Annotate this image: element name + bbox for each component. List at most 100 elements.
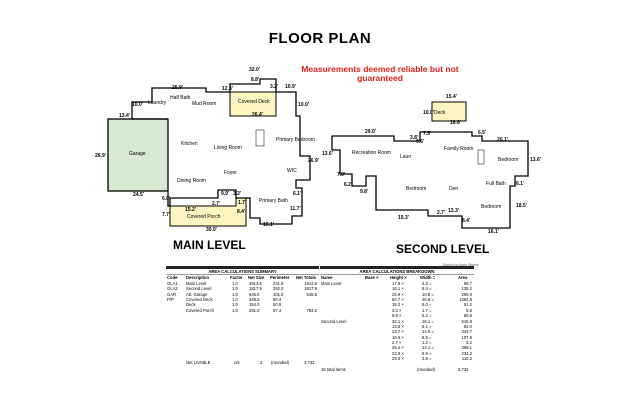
dimension-label: 13.4' xyxy=(119,113,130,119)
table-cell: 6.2 = xyxy=(422,313,432,319)
area-breakdown-table: AREA CALCULATIONS BREAKDOWN Name Base × … xyxy=(320,266,474,372)
table-cell: Covered Deck xyxy=(186,296,213,302)
table-cell: 8.4 = xyxy=(422,286,432,292)
dimension-label: 12.3' xyxy=(222,86,233,92)
table-cell: 1.0 xyxy=(232,291,238,297)
room-label-dining-room: Dining Room xyxy=(177,178,206,184)
room-label-mud-room: Mud Room xyxy=(192,101,216,107)
table-row: 25.9 ×10.8 =299.0 xyxy=(320,292,474,297)
room-label-primary-bath: Primary Bath xyxy=(259,198,288,204)
room-label-laundry: Laundry xyxy=(148,100,167,106)
table-header-row: Name Base × Height × Width = Area xyxy=(320,274,474,280)
dimension-label: 10.9' xyxy=(285,84,296,90)
table-cell: 3.3 × xyxy=(392,307,402,313)
covered-deck-area xyxy=(229,91,277,117)
table-cell: 2.7 × xyxy=(392,340,402,346)
dimension-label: 6.1' xyxy=(516,181,524,187)
table-cell: 87.4 xyxy=(273,307,282,313)
room-label-kitchen: Kitchen xyxy=(181,141,198,147)
table-cell: 25.9 × xyxy=(392,291,404,297)
table-cell: 110.2 xyxy=(461,356,472,362)
table-cell: 348.2 xyxy=(249,296,260,302)
dimension-label: 8.4' xyxy=(237,209,245,215)
table-cell: 50.8 xyxy=(273,302,282,308)
table-cell: 9.8 = xyxy=(422,350,432,356)
dimension-label: 25.9' xyxy=(172,85,183,91)
table-cell: 3.2 xyxy=(466,340,472,346)
table-cell: 29.0 × xyxy=(392,356,404,362)
table-cell: 83.0 xyxy=(463,323,472,329)
table-cell: 17.8 × xyxy=(392,280,404,286)
covered-porch-area xyxy=(169,197,247,227)
table-row: 50.7 ×26.9 =1362.8 xyxy=(320,297,474,302)
dimension-label: 2.7' xyxy=(212,201,220,207)
table-cell: 90.4 xyxy=(273,296,282,302)
table-header-row: Code Description Factor Net Size Perimet… xyxy=(166,274,319,280)
table-title: AREA CALCULATIONS BREAKDOWN xyxy=(359,269,435,274)
main-level-walls xyxy=(131,78,311,225)
table-cell: Main Level xyxy=(321,280,342,286)
table-row: 29.0 ×3.8 =110.2 xyxy=(320,356,474,361)
room-label-bedroom: Bedroom xyxy=(481,204,501,210)
table-cell: Second Level xyxy=(321,318,347,324)
sketch-credit: Sketch by Apex Sketch xyxy=(443,263,479,267)
dimension-label: 10.0' xyxy=(298,102,309,108)
dimension-label: 7.0' xyxy=(337,172,345,178)
table-row: 23.7 × 14.5 = 343.7 xyxy=(320,329,474,334)
table-row: 9.9 ×6.2 =60.8 xyxy=(320,313,474,318)
table-row: 15.2 ×6.0 =91.2 xyxy=(320,302,474,307)
fireplace-icon xyxy=(477,149,485,165)
table-cell: Second Level xyxy=(186,286,212,292)
table-cell: 13.6 × xyxy=(392,323,404,329)
table-cell: 154.0 xyxy=(249,302,260,308)
dimension-label: 18.5' xyxy=(516,203,527,209)
table-cell: 1.2 = xyxy=(422,340,432,346)
table-cell: Att. Garage xyxy=(186,291,208,297)
table-cell: 101.8 xyxy=(273,291,284,297)
table-cell: 14.5 = xyxy=(422,329,434,335)
dimension-label: 9.9' xyxy=(221,191,229,197)
room-label-half-bath: Half Bath xyxy=(170,95,191,101)
main-level-plan: Garage Kitchen Laundry Half Bath Mud Roo… xyxy=(95,67,319,233)
table-cell: 1913.6 xyxy=(249,280,262,286)
dimension-label: 30.0' xyxy=(206,227,217,233)
table-footer-row: 15 total items (rounded) 3,732 xyxy=(321,366,469,372)
dimension-label: 20.1' xyxy=(497,137,508,143)
table-title: AREA CALCULATIONS SUMMARY xyxy=(208,269,277,274)
second-level-plan: Deck Recreation Room Laun Family Room Be… xyxy=(322,94,541,235)
dimension-label: 7.5' xyxy=(423,131,431,137)
table-cell: 58.7 xyxy=(463,280,472,286)
second-level-label: SECOND LEVEL xyxy=(396,242,490,256)
table-row: 23.9 ×9.8 =234.2 xyxy=(320,351,474,356)
disclaimer-note: Measurements deemed reliable but not gua… xyxy=(301,64,459,83)
dimension-label: 15.2' xyxy=(185,207,196,213)
table-cell: 5.6 xyxy=(466,307,472,313)
dimension-label: 15.4' xyxy=(446,94,457,100)
table-cell: 299.0 xyxy=(461,291,472,297)
dimension-label: 26.9' xyxy=(308,158,319,164)
table-cell: 343.7 xyxy=(461,329,472,335)
table-cell: 23.7 × xyxy=(392,329,404,335)
table-cell: 16.6 × xyxy=(392,334,404,340)
dimension-label: 16.1' xyxy=(488,229,499,235)
table-footer-row: Net LIVABLE cnt 2 (rounded) 3,732 xyxy=(186,360,315,366)
table-cell: 234.2 xyxy=(461,350,472,356)
dimension-label: 8.4' xyxy=(462,218,470,224)
dimension-label: 1.7' xyxy=(238,200,246,206)
table-cell: 1817.9 xyxy=(249,286,262,292)
garage-area xyxy=(107,118,169,192)
table-row: 25.4 ×14.1 =358.1 xyxy=(320,345,474,350)
table-cell: 645.6 xyxy=(306,291,317,297)
dimension-label: 13.6' xyxy=(322,151,333,157)
dimension-label: 3.2' xyxy=(270,84,278,90)
table-row: 16.1 ×8.4 =135.2 xyxy=(320,286,474,291)
room-label-covered-deck: Covered Deck xyxy=(238,99,270,105)
dimension-label: 3.2' xyxy=(233,191,241,197)
dimension-label: 9.6' xyxy=(416,139,424,145)
room-label-deck: Deck xyxy=(434,110,446,116)
